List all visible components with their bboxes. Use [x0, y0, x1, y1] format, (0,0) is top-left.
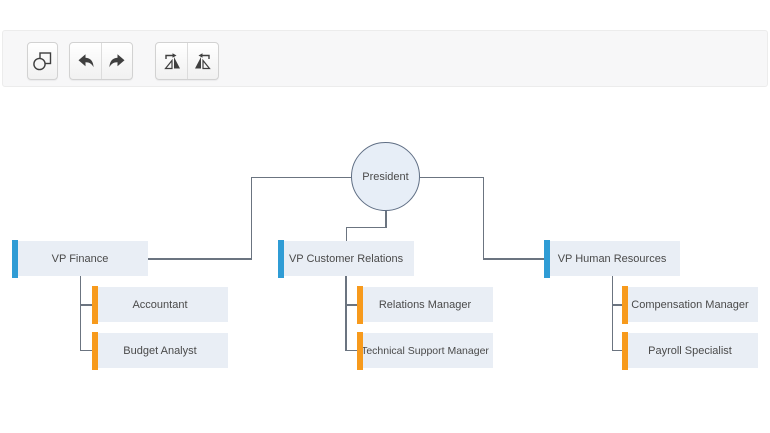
- org-node-budget-analyst[interactable]: Budget Analyst: [92, 332, 228, 370]
- undo-redo-group: [69, 42, 133, 80]
- org-node-compensation-manager[interactable]: Compensation Manager: [622, 286, 758, 324]
- org-node-president[interactable]: President: [351, 142, 420, 211]
- node-label: Budget Analyst: [123, 344, 197, 357]
- node-label: VP Customer Relations: [288, 252, 404, 265]
- flip-horizontal-left-icon: [193, 51, 213, 71]
- connector-line: [250, 176, 252, 259]
- accent-bar: [544, 240, 550, 278]
- undo-button[interactable]: [70, 43, 101, 79]
- connector-line: [420, 176, 483, 178]
- connector-line: [345, 276, 347, 351]
- org-node-payroll-specialist[interactable]: Payroll Specialist: [622, 332, 758, 370]
- connector-line: [345, 304, 357, 306]
- org-node-technical-support-manager[interactable]: Technical Support Manager: [357, 332, 493, 370]
- connector-line: [612, 349, 622, 351]
- connector-line: [345, 349, 357, 351]
- connector-line: [345, 226, 347, 242]
- shapes-icon: [32, 50, 54, 72]
- accent-bar: [278, 240, 284, 278]
- connector-line: [148, 258, 252, 260]
- accent-bar: [92, 286, 98, 324]
- shapes-button[interactable]: [27, 42, 58, 80]
- accent-bar: [357, 286, 363, 324]
- connector-line: [612, 304, 622, 306]
- org-node-vp-customer-relations[interactable]: VP Customer Relations: [278, 240, 414, 278]
- accent-bar: [622, 332, 628, 370]
- connector-line: [385, 211, 387, 227]
- node-label: Technical Support Manager: [361, 344, 489, 357]
- flip-horizontal-right-icon: [162, 51, 182, 71]
- node-label: Accountant: [132, 298, 188, 311]
- org-node-vp-human-resources[interactable]: VP Human Resources: [544, 240, 680, 278]
- connector-line: [251, 176, 351, 178]
- accent-bar: [622, 286, 628, 324]
- accent-bar: [357, 332, 363, 370]
- accent-bar: [12, 240, 18, 278]
- node-label: VP Finance: [51, 252, 109, 265]
- connector-line: [80, 304, 92, 306]
- flip-right-button[interactable]: [156, 43, 187, 79]
- org-node-relations-manager[interactable]: Relations Manager: [357, 286, 493, 324]
- connector-line: [345, 226, 387, 228]
- redo-button[interactable]: [101, 43, 132, 79]
- toolbar: [2, 30, 768, 87]
- flip-left-button[interactable]: [187, 43, 218, 79]
- node-label: Payroll Specialist: [648, 344, 732, 357]
- node-label: Compensation Manager: [631, 298, 749, 311]
- undo-icon: [76, 53, 96, 69]
- connector-line: [80, 349, 92, 351]
- accent-bar: [92, 332, 98, 370]
- connector-line: [483, 258, 544, 260]
- connector-line: [482, 176, 484, 259]
- redo-icon: [107, 53, 127, 69]
- node-label: Relations Manager: [378, 298, 472, 311]
- node-label: President: [362, 170, 409, 183]
- connector-line: [611, 276, 613, 351]
- node-label: VP Human Resources: [557, 252, 667, 265]
- org-node-accountant[interactable]: Accountant: [92, 286, 228, 324]
- connector-line: [79, 276, 81, 351]
- flip-group: [155, 42, 219, 80]
- org-node-vp-finance[interactable]: VP Finance: [12, 240, 148, 278]
